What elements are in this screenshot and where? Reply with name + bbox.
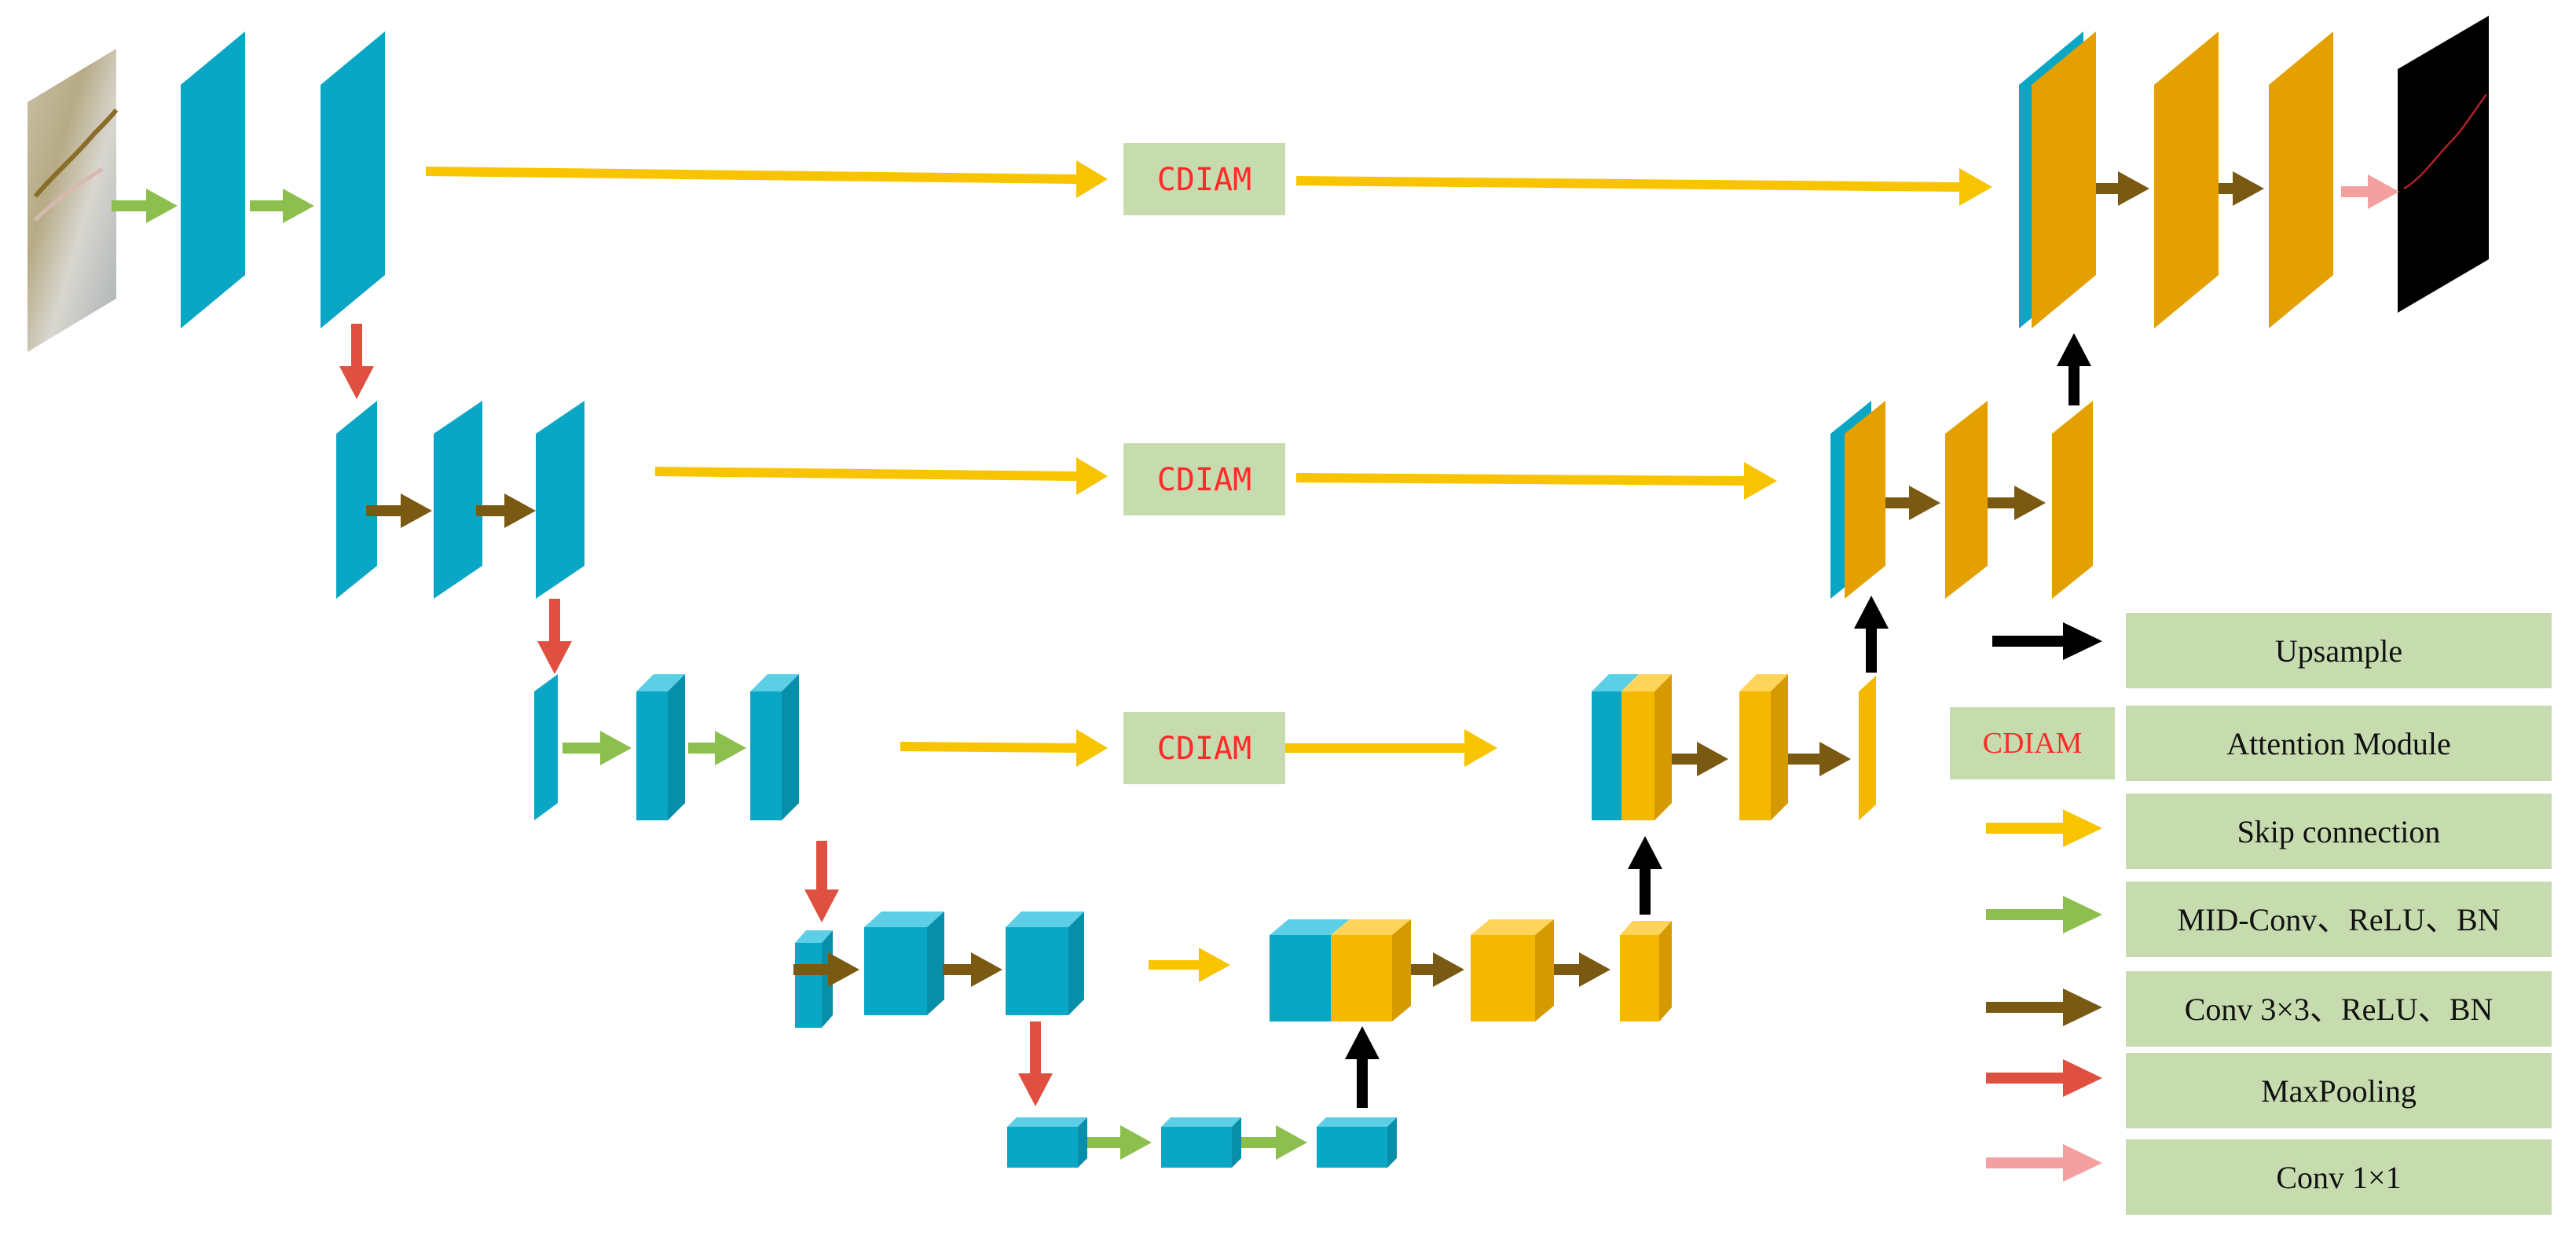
legend-label: MaxPooling (2261, 1073, 2417, 1109)
cdiam-label: CDIAM (1157, 462, 1251, 498)
cdiam-box-level-2: CDIAM (1123, 443, 1285, 515)
conv1x1-arrow (2341, 174, 2399, 209)
legend-label: Conv 1×1 (2276, 1160, 2401, 1195)
decoder-level-4 (1270, 919, 1672, 1021)
output-segmentation-mask (2398, 16, 2489, 313)
legend-label: MID-Conv、ReLU、BN (2177, 902, 2500, 937)
encoder-block (321, 31, 385, 328)
skip-connections (425, 160, 1992, 982)
legend-item-midconv: MID-Conv、ReLU、BN (1986, 882, 2552, 957)
legend-label: Conv 3×3、ReLU、BN (2185, 992, 2494, 1027)
encoder-level-2 (336, 401, 584, 599)
input-image (27, 49, 119, 352)
decoder-level-2 (1830, 401, 2093, 599)
legend-cdiam-text: CDIAM (1983, 727, 2083, 760)
cdiam-label: CDIAM (1157, 731, 1251, 767)
legend-item-conv3x3: Conv 3×3、ReLU、BN (1986, 971, 2552, 1047)
maxpool-arrows (339, 324, 1053, 1106)
encoder-level-1 (181, 31, 385, 328)
legend-item-conv1x1: Conv 1×1 (1986, 1139, 2552, 1215)
conv3x3-arrows (366, 171, 2264, 987)
midconv-arrows (112, 189, 1307, 1160)
legend-item-maxpool: MaxPooling (1986, 1053, 2552, 1128)
cdiam-box-level-3: CDIAM (1123, 712, 1285, 784)
legend-label: Attention Module (2226, 726, 2451, 761)
encoder-block (336, 401, 377, 599)
legend-item-skip: Skip connection (1986, 794, 2552, 869)
legend-label: Upsample (2275, 633, 2402, 669)
bottleneck (1007, 1117, 1397, 1168)
legend-item-upsample: Upsample (1992, 613, 2552, 688)
cdiam-label: CDIAM (1157, 162, 1251, 198)
decoder-level-1 (2019, 31, 2333, 328)
decoder-level-3 (1592, 674, 1876, 820)
encoder-level-3 (534, 674, 799, 820)
upsample-arrows (1345, 333, 2091, 1108)
encoder-block (536, 401, 584, 599)
encoder-block (181, 31, 245, 328)
cdiam-box-level-1: CDIAM (1123, 143, 1285, 215)
legend-item-attention: CDIAM Attention Module (1950, 706, 2552, 781)
legend: Upsample CDIAM Attention Module Skip con… (1950, 613, 2552, 1215)
legend-label: Skip connection (2237, 814, 2441, 849)
cdiam-box-icon (1950, 707, 2115, 779)
encoder-block (434, 401, 482, 599)
